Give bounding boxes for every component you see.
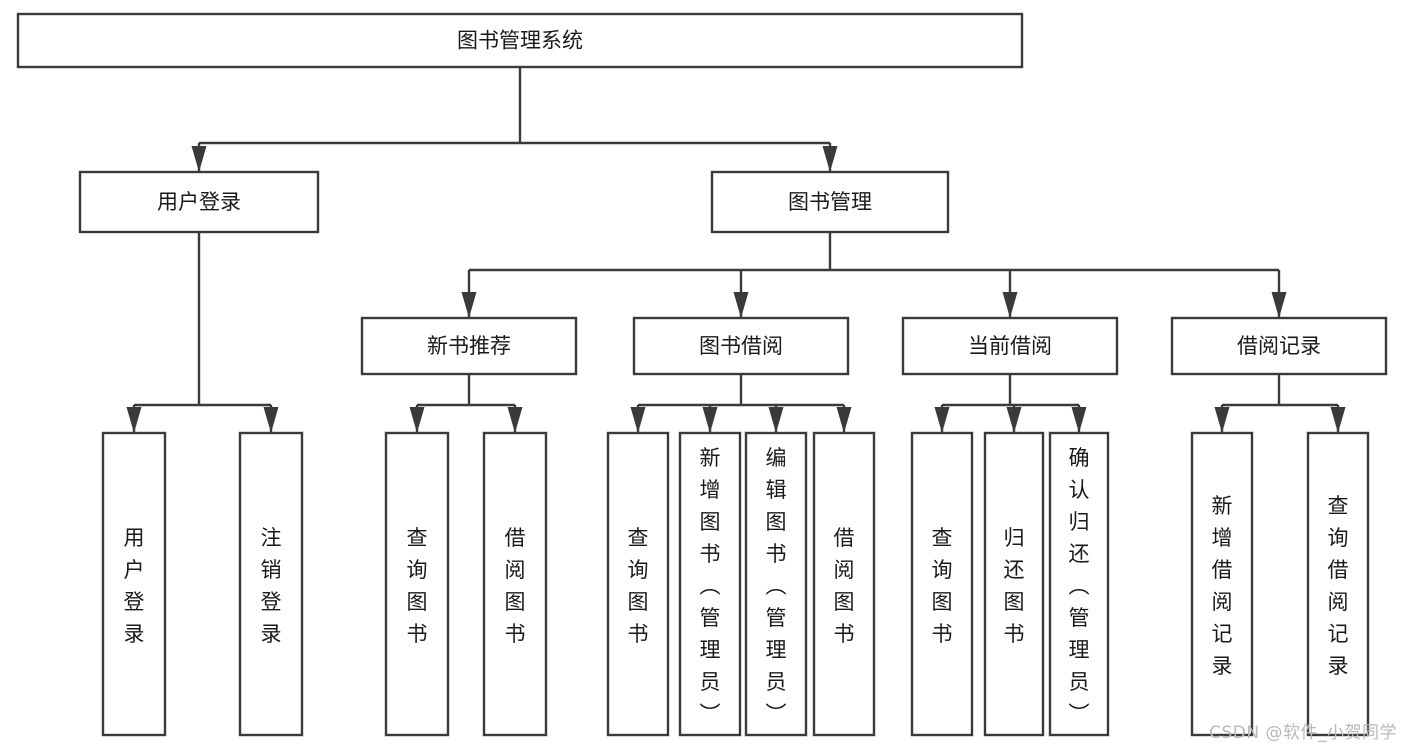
node-box-leaf-return-book bbox=[983, 431, 1045, 737]
node-borrow-record[interactable]: 借阅记录 bbox=[1170, 316, 1388, 376]
node-label-book-borrow: 图书借阅 bbox=[699, 334, 783, 358]
node-label-leaf-confirm-return: 确认归还︵管理员︶ bbox=[1069, 446, 1090, 726]
node-label-borrow-record: 借阅记录 bbox=[1237, 334, 1321, 358]
arrow-icon-leaf-edit-book bbox=[768, 407, 784, 433]
node-label-leaf-add-book: 新增图书︵管理员︶ bbox=[700, 446, 721, 726]
node-box-borrow-record bbox=[1170, 316, 1388, 376]
node-label-leaf-logout: 注销登录 bbox=[261, 526, 282, 646]
node-label-leaf-query-record: 查询借阅记录 bbox=[1328, 494, 1349, 678]
arrow-icon-book-manage bbox=[822, 146, 838, 172]
node-book-manage[interactable]: 图书管理 bbox=[710, 170, 950, 234]
node-box-leaf-edit-book bbox=[744, 431, 808, 737]
node-label-new-book-recommend: 新书推荐 bbox=[427, 334, 511, 358]
node-label-root: 图书管理系统 bbox=[457, 29, 583, 53]
arrow-icon-leaf-query-book-cur bbox=[934, 407, 950, 433]
connectors-layer bbox=[126, 67, 1346, 433]
nodes-layer: 图书管理系统用户登录图书管理新书推荐图书借阅当前借阅借阅记录用户登录注销登录查询… bbox=[16, 12, 1388, 737]
node-label-leaf-user-login: 用户登录 bbox=[124, 526, 145, 646]
node-box-leaf-user-login bbox=[101, 431, 167, 737]
node-label-current-borrow: 当前借阅 bbox=[968, 334, 1052, 358]
node-label-leaf-query-book-rec: 查询图书 bbox=[407, 526, 428, 646]
node-label-leaf-borrow-book-bor: 借阅图书 bbox=[834, 526, 855, 646]
node-label-user-login: 用户登录 bbox=[157, 190, 241, 214]
node-leaf-query-record[interactable]: 查询借阅记录 bbox=[1306, 431, 1370, 737]
node-box-leaf-query-book-rec bbox=[384, 431, 450, 737]
node-leaf-add-book[interactable]: 新增图书︵管理员︶ bbox=[678, 431, 742, 737]
node-box-leaf-query-record bbox=[1306, 431, 1370, 737]
watermark-text: CSDN @软件_小贺同学 bbox=[1209, 723, 1397, 743]
arrow-icon-leaf-query-book-rec bbox=[409, 407, 425, 433]
node-label-leaf-add-record: 新增借阅记录 bbox=[1212, 494, 1233, 678]
node-leaf-query-book-cur[interactable]: 查询图书 bbox=[910, 431, 974, 737]
node-box-book-manage bbox=[710, 170, 950, 234]
node-box-new-book-recommend bbox=[360, 316, 578, 376]
node-box-leaf-borrow-book-rec bbox=[482, 431, 548, 737]
arrow-icon-leaf-logout bbox=[263, 407, 279, 433]
node-box-current-borrow bbox=[901, 316, 1119, 376]
arrow-icon-new-book-recommend bbox=[461, 292, 477, 318]
node-label-leaf-return-book: 归还图书 bbox=[1004, 526, 1025, 646]
node-leaf-confirm-return[interactable]: 确认归还︵管理员︶ bbox=[1048, 431, 1110, 737]
arrow-icon-leaf-add-record bbox=[1214, 407, 1230, 433]
node-new-book-recommend[interactable]: 新书推荐 bbox=[360, 316, 578, 376]
node-book-borrow[interactable]: 图书借阅 bbox=[632, 316, 850, 376]
node-label-book-manage: 图书管理 bbox=[788, 190, 872, 214]
node-label-leaf-edit-book: 编辑图书︵管理员︶ bbox=[766, 446, 787, 726]
node-leaf-query-book-bor[interactable]: 查询图书 bbox=[606, 431, 670, 737]
node-leaf-borrow-book-rec[interactable]: 借阅图书 bbox=[482, 431, 548, 737]
node-leaf-return-book[interactable]: 归还图书 bbox=[983, 431, 1045, 737]
node-leaf-logout[interactable]: 注销登录 bbox=[238, 431, 304, 737]
arrow-icon-leaf-confirm-return bbox=[1071, 407, 1087, 433]
arrow-icon-leaf-add-book bbox=[702, 407, 718, 433]
node-leaf-user-login[interactable]: 用户登录 bbox=[101, 431, 167, 737]
node-leaf-query-book-rec[interactable]: 查询图书 bbox=[384, 431, 450, 737]
node-leaf-add-record[interactable]: 新增借阅记录 bbox=[1190, 431, 1254, 737]
arrow-icon-book-borrow bbox=[733, 292, 749, 318]
node-box-user-login bbox=[78, 170, 320, 234]
arrow-icon-leaf-query-book-bor bbox=[630, 407, 646, 433]
arrow-icon-leaf-user-login bbox=[126, 407, 142, 433]
node-root[interactable]: 图书管理系统 bbox=[16, 12, 1024, 69]
node-label-leaf-borrow-book-rec: 借阅图书 bbox=[505, 526, 526, 646]
arrow-icon-leaf-return-book bbox=[1006, 407, 1022, 433]
node-box-leaf-borrow-book-bor bbox=[812, 431, 876, 737]
node-box-leaf-confirm-return bbox=[1048, 431, 1110, 737]
node-user-login[interactable]: 用户登录 bbox=[78, 170, 320, 234]
node-label-leaf-query-book-cur: 查询图书 bbox=[932, 526, 953, 646]
node-leaf-edit-book[interactable]: 编辑图书︵管理员︶ bbox=[744, 431, 808, 737]
node-box-root bbox=[16, 12, 1024, 69]
node-box-leaf-add-book bbox=[678, 431, 742, 737]
arrow-icon-leaf-borrow-book-rec bbox=[507, 407, 523, 433]
node-box-book-borrow bbox=[632, 316, 850, 376]
node-box-leaf-add-record bbox=[1190, 431, 1254, 737]
arrow-icon-leaf-borrow-book-bor bbox=[836, 407, 852, 433]
node-current-borrow[interactable]: 当前借阅 bbox=[901, 316, 1119, 376]
node-box-leaf-query-book-bor bbox=[606, 431, 670, 737]
node-box-leaf-logout bbox=[238, 431, 304, 737]
arrow-icon-borrow-record bbox=[1271, 292, 1287, 318]
arrow-icon-leaf-query-record bbox=[1330, 407, 1346, 433]
node-box-leaf-query-book-cur bbox=[910, 431, 974, 737]
node-label-leaf-query-book-bor: 查询图书 bbox=[628, 526, 649, 646]
arrow-icon-user-login bbox=[191, 146, 207, 172]
arrow-icon-current-borrow bbox=[1002, 292, 1018, 318]
node-leaf-borrow-book-bor[interactable]: 借阅图书 bbox=[812, 431, 876, 737]
